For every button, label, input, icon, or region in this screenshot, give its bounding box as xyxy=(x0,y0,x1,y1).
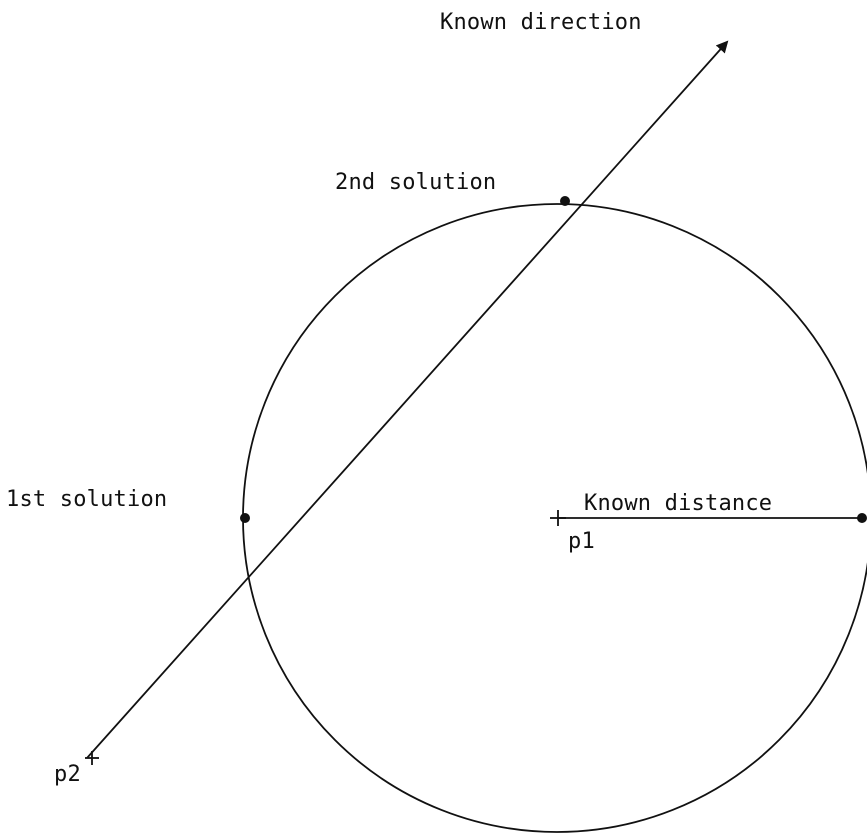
known-direction-line xyxy=(86,40,729,759)
first-solution-label: 1st solution xyxy=(6,487,167,512)
second-solution-point-icon xyxy=(560,196,570,206)
known-distance-label: Known distance xyxy=(584,491,772,516)
known-direction-label: Known direction xyxy=(440,10,642,35)
first-solution-point-icon xyxy=(240,513,250,523)
p1-cross-mark-icon xyxy=(550,510,566,526)
second-solution-label: 2nd solution xyxy=(335,170,496,195)
p1-label: p1 xyxy=(568,529,595,554)
p2-label: p2 xyxy=(54,762,81,787)
distance-end-point-icon xyxy=(857,513,867,523)
p2-cross-mark-icon xyxy=(85,751,99,765)
